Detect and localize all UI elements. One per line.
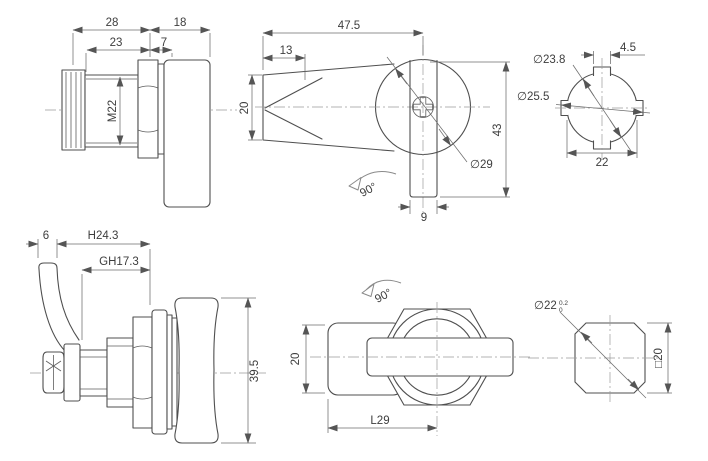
dim-notch-width-label: 4.5	[620, 42, 636, 54]
wing-notch	[264, 77, 323, 140]
dimension-arrow	[609, 119, 622, 138]
dim-thread-length-label: 23	[110, 37, 123, 49]
dim-cam-length-label: L29	[370, 415, 389, 427]
dim-tolerance-lower-label: 0	[559, 307, 563, 314]
spacer-lines	[80, 356, 107, 390]
dim-handle-depth-label: 18	[174, 17, 187, 29]
extension-lines	[72, 33, 211, 72]
phillips-cross	[413, 97, 433, 117]
dim-tolerance-upper-label: 0.2	[559, 300, 568, 307]
nut-facets	[132, 345, 153, 400]
dimension-arrow	[438, 128, 451, 146]
dim-lever-thickness-label: 6	[43, 230, 49, 242]
stem	[409, 59, 438, 198]
inner-arcs	[403, 318, 471, 396]
dim-notch-dia-label: ∅25.5	[517, 91, 549, 103]
washer	[157, 63, 165, 155]
dimension-arrow	[631, 108, 644, 115]
knurl-lines	[65, 72, 82, 148]
wing-taper	[262, 63, 395, 152]
view-round-cutout: ∅23.8 4.5 ∅25.5 22	[517, 42, 651, 169]
cam-washer	[63, 343, 81, 402]
nut-facets	[137, 85, 159, 133]
dim-grip-height-label: H24.3	[88, 230, 119, 242]
dim-cutout-dia-label: ∅23.8	[533, 54, 565, 66]
dim-wing-width-label: 20	[239, 102, 251, 115]
dim-tip-length-label: 13	[280, 45, 293, 57]
hex-nut	[132, 316, 153, 429]
cam-lever-tip	[38, 262, 58, 270]
dim-height-label: 43	[492, 124, 504, 137]
body-step	[106, 337, 134, 408]
view-open-top: 47.5 13 20 43 ∅29 9 90°	[239, 20, 510, 224]
dimension-arrow	[395, 68, 408, 85]
dim-stem-width-label: 9	[421, 212, 427, 224]
dimension-arrow	[627, 378, 640, 391]
dim-cam-width-label: 20	[290, 353, 302, 366]
dimension-arrow	[561, 102, 573, 110]
dim-cutout-dia-label: ∅22	[534, 300, 557, 312]
diameter-leader	[572, 64, 632, 152]
dim-nut-width-label: 7	[161, 37, 167, 49]
cam-lever-inner	[56, 267, 80, 341]
dim-thread-size-label: M22	[107, 100, 119, 122]
wing-handle-edge	[163, 59, 211, 208]
rotation-arrowhead-icon	[348, 177, 362, 191]
dim-grip-thread-label: GH17.3	[99, 256, 139, 268]
washer-1	[166, 314, 173, 430]
knob-grip-edge	[61, 69, 86, 151]
dimension-arrow	[582, 78, 595, 97]
dim-overall-depth-label: 28	[106, 17, 119, 29]
hex-nut	[137, 59, 159, 159]
screw-slot-lines	[45, 355, 62, 390]
flange	[151, 309, 168, 435]
dim-knob-dia-label: ∅29	[470, 159, 493, 171]
body-step-lines	[107, 345, 133, 400]
washer-2	[171, 317, 178, 427]
body-spacer	[79, 349, 108, 397]
rotation-angle-label: 90°	[373, 287, 394, 306]
view-octagon-cutout: ∅22 0.2 0 □20	[528, 300, 672, 402]
extension-lines	[37, 239, 256, 444]
wing-knob	[174, 297, 219, 444]
dim-across-flats-label: 22	[596, 157, 609, 169]
dim-overall-length-label: 47.5	[338, 20, 360, 32]
view-cam-side: 6 H24.3 GH17.3 39.5	[26, 230, 266, 444]
screw-recess-circle	[412, 96, 434, 118]
view-cam-top: 20 L29 90°	[290, 279, 530, 436]
threaded-body	[84, 74, 139, 148]
dim-knob-height-label: 39.5	[249, 360, 261, 382]
dim-square-size-label: □20	[653, 348, 665, 368]
rotation-angle-label: 90°	[358, 181, 379, 200]
thread-relief-lines	[86, 78, 137, 144]
cam-lever-outer	[38, 268, 66, 352]
view-closed-side: 28 18 23 7 M22	[45, 17, 237, 208]
rotation-arrowhead-icon	[361, 283, 375, 297]
dimension-arrow	[580, 331, 593, 344]
